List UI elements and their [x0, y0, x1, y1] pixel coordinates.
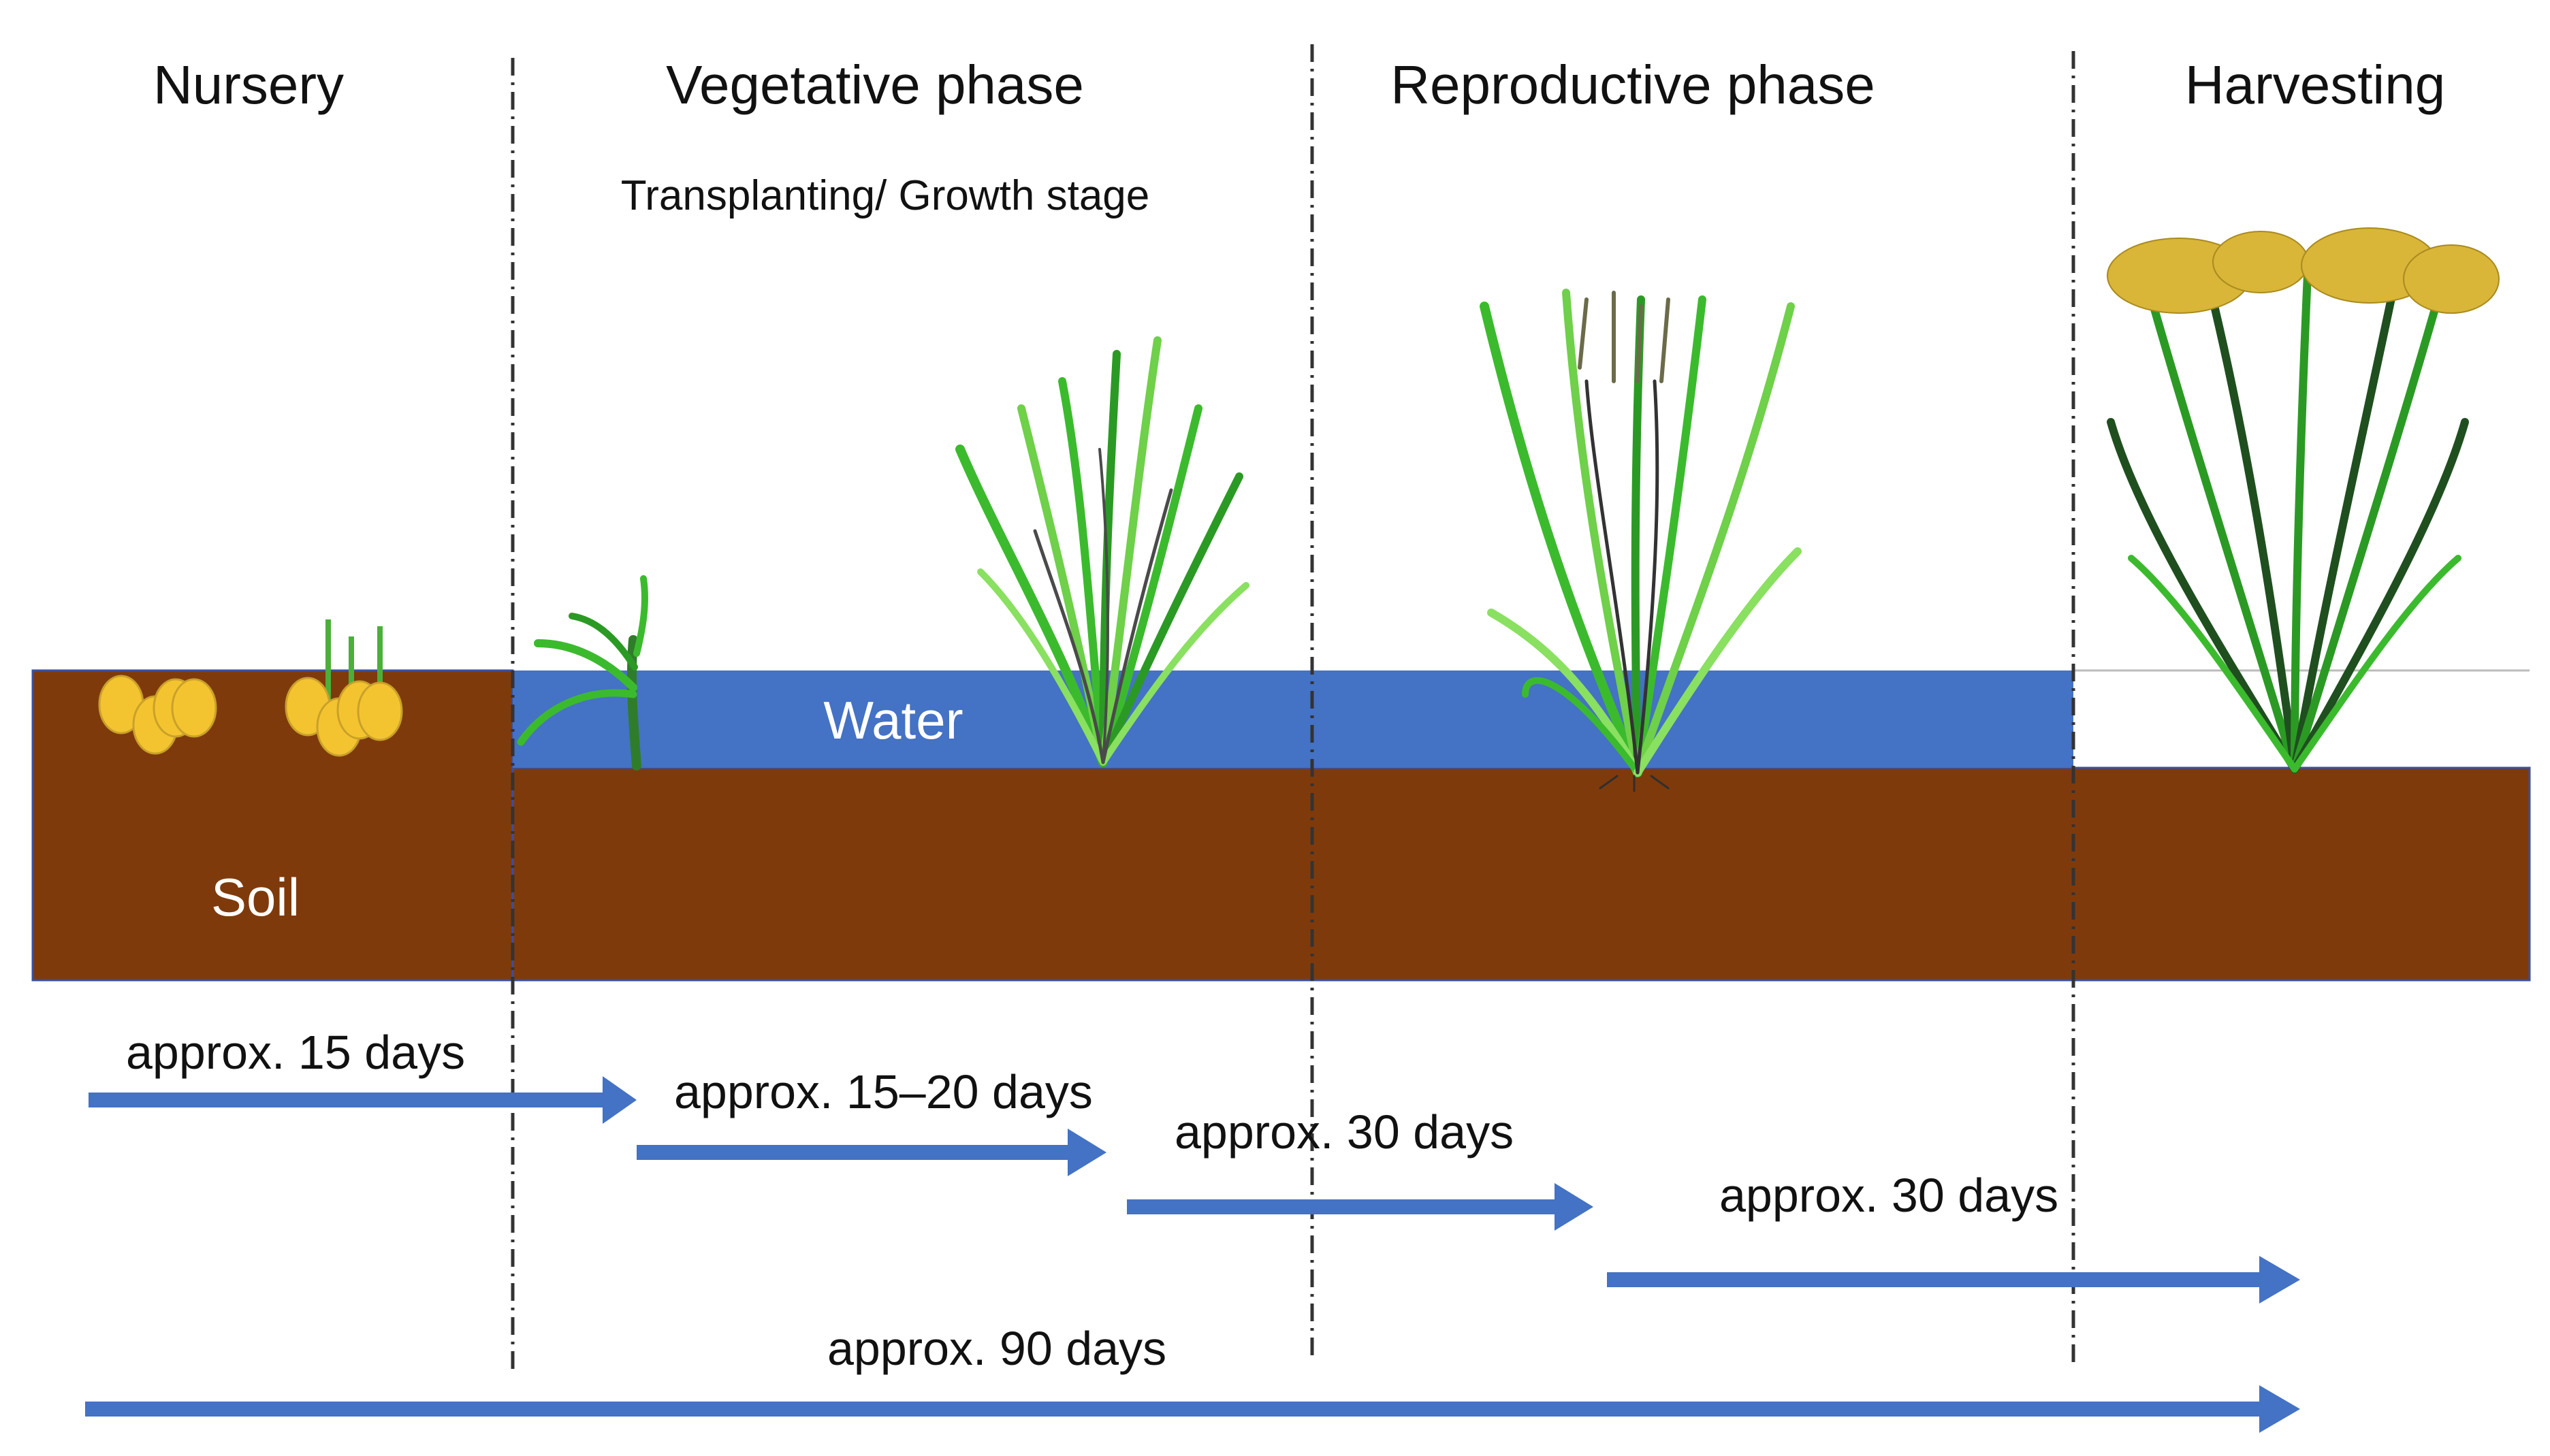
rice-plant-icon — [955, 336, 1249, 767]
water-label: Water — [823, 690, 963, 750]
arrow-vegetative — [637, 1129, 1106, 1176]
water-layer — [513, 670, 2073, 768]
duration-label-vegetative: approx. 15–20 days — [674, 1065, 1093, 1118]
flowering-rice-plant-icon — [1480, 289, 1802, 792]
duration-label-nursery: approx. 15 days — [126, 1026, 465, 1079]
duration-label-harvesting: approx. 30 days — [1719, 1169, 2058, 1222]
phase-title-vegetative: Vegetative phase — [666, 54, 1084, 115]
seed-icon — [98, 675, 217, 755]
arrow-harvesting — [1607, 1256, 2300, 1304]
soil-label: Soil — [211, 867, 300, 927]
duration-arrows — [85, 1076, 2300, 1433]
phase-title-harvesting: Harvesting — [2185, 54, 2445, 115]
sprouting-seed-icon — [285, 619, 403, 757]
phase-title-nursery: Nursery — [153, 54, 344, 115]
phase-subtitle-vegetative: Transplanting/ Growth stage — [621, 172, 1150, 219]
duration-label-reproductive: approx. 30 days — [1175, 1105, 1514, 1159]
phase-title-reproductive: Reproductive phase — [1390, 54, 1875, 115]
duration-label-total: approx. 90 days — [827, 1322, 1166, 1375]
mature-rice-plant-icon — [2107, 227, 2500, 773]
arrow-total — [85, 1385, 2300, 1433]
seedling-icon — [517, 575, 648, 771]
phase-dividers — [511, 44, 2075, 1375]
soil-field — [511, 766, 2531, 982]
arrow-nursery — [89, 1076, 637, 1124]
arrow-reproductive — [1127, 1183, 1593, 1231]
